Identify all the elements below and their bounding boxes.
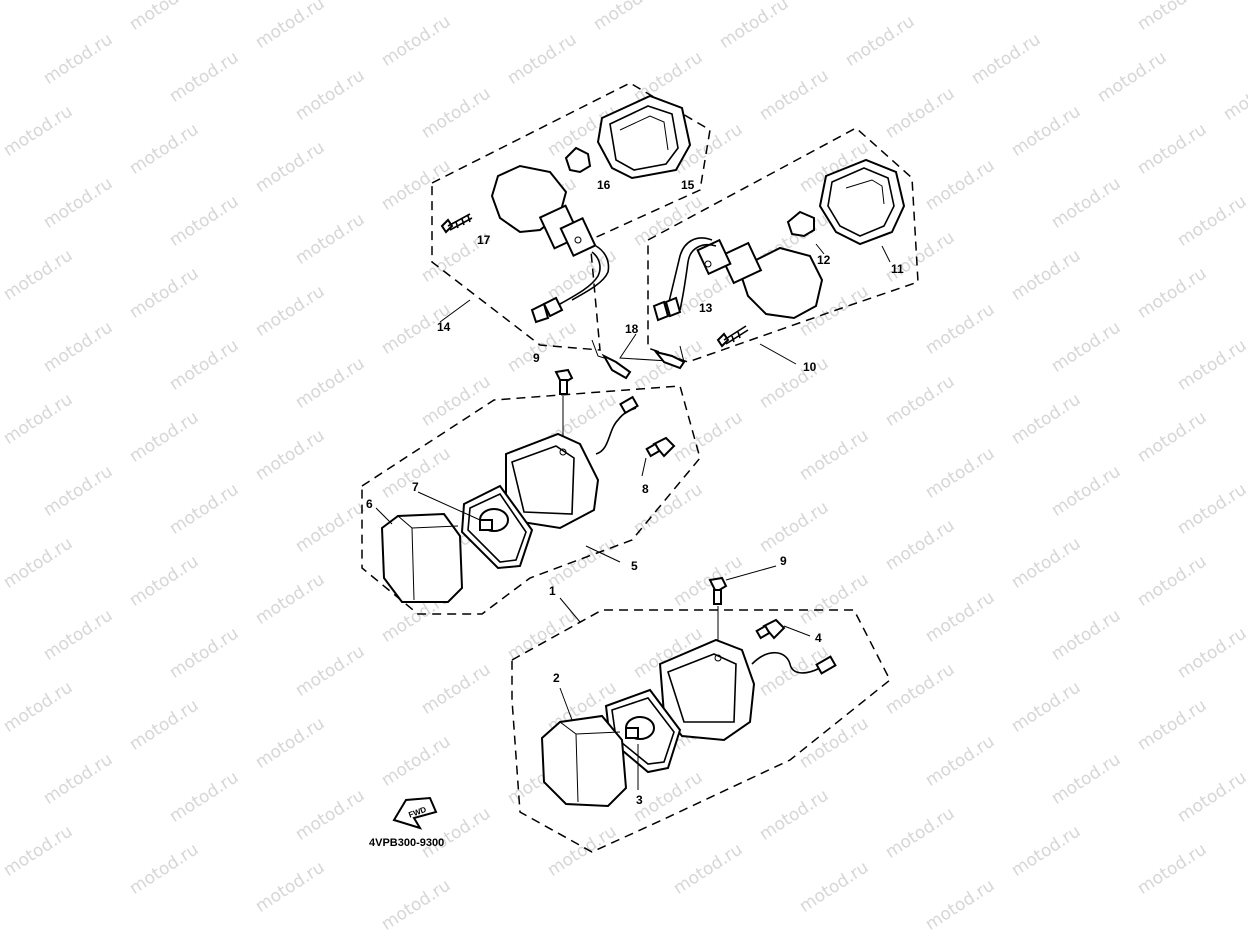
housing-right-flasher — [652, 237, 824, 322]
callout-9-upper: 9 — [533, 351, 540, 365]
callout-6: 6 — [366, 497, 373, 511]
callout-2: 2 — [553, 671, 560, 685]
bulb-part-7 — [479, 508, 509, 532]
lens-part-6 — [380, 512, 464, 603]
callout-4: 4 — [815, 631, 822, 645]
diagram-code: 4VPB300-9300 — [369, 837, 445, 849]
socket-part-4 — [755, 618, 786, 640]
callout-14: 14 — [437, 320, 451, 334]
assembly-rear-right-flasher — [511, 565, 891, 853]
group-outline-1 — [511, 609, 891, 853]
callout-1: 1 — [549, 584, 556, 598]
callout-5: 5 — [631, 559, 638, 573]
assembly-front-right-flasher — [647, 127, 919, 365]
assembly-front-left-flasher — [431, 82, 711, 351]
bulb-part-12 — [786, 210, 815, 238]
screw-part-9-upper — [554, 368, 574, 395]
screw-pair-part-18 — [591, 333, 686, 380]
screw-part-13 — [716, 325, 749, 348]
callout-12: 12 — [817, 253, 831, 267]
group-outline-10 — [647, 127, 919, 363]
lens-part-11 — [818, 158, 906, 246]
callout-8: 8 — [642, 482, 649, 496]
callout-18: 18 — [625, 322, 639, 336]
callout-9-lower: 9 — [780, 554, 787, 568]
socket-part-8 — [645, 436, 676, 458]
bulb-part-3 — [625, 716, 655, 740]
callout-16: 16 — [597, 178, 611, 192]
forward-arrow-icon: FWD — [392, 796, 438, 830]
callout-10: 10 — [803, 360, 817, 374]
housing-rear-left — [505, 395, 639, 530]
screw-part-17 — [440, 213, 473, 234]
assembly-rear-left-flasher — [361, 368, 701, 615]
callout-7: 7 — [412, 480, 419, 494]
housing-left-flasher — [490, 164, 610, 324]
housing-rear-right — [658, 638, 837, 742]
callout-11: 11 — [891, 262, 904, 276]
lens-part-2 — [540, 714, 628, 808]
lens-part-15 — [596, 94, 692, 180]
callout-3: 3 — [636, 793, 643, 807]
callout-15: 15 — [681, 178, 695, 192]
screw-part-9-lower — [708, 576, 728, 605]
bulb-part-16 — [564, 146, 592, 174]
callout-17: 17 — [477, 233, 491, 247]
callout-13: 13 — [699, 301, 713, 315]
